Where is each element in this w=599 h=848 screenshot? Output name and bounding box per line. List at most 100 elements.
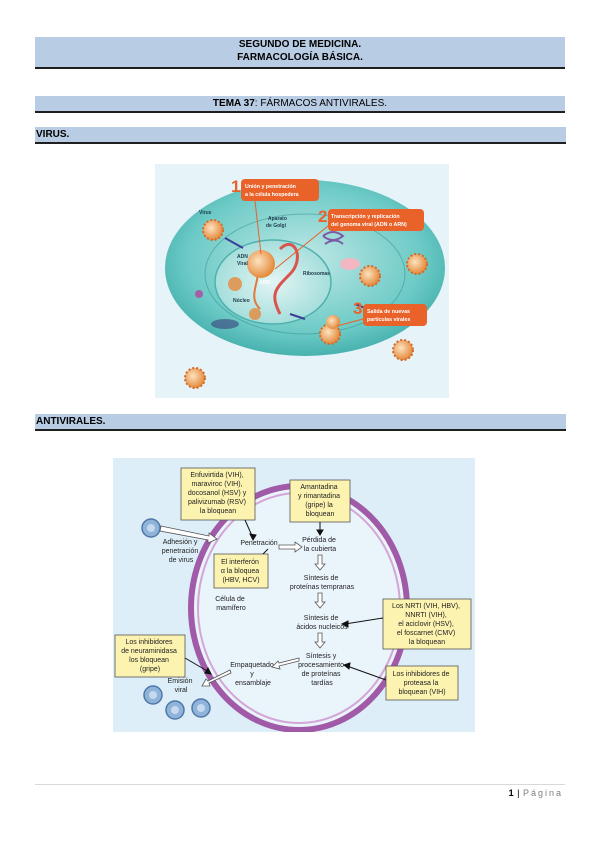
step-acidos: Síntesis de ácidos nucleicos	[296, 615, 348, 631]
step-perdida: Pérdida de la cubierta	[302, 537, 338, 553]
virus-particle-exit-3	[191, 698, 211, 718]
section-heading-antivirales: ANTIVIRALES.	[35, 414, 566, 431]
flow-arrows	[159, 525, 326, 687]
footer-separator: |	[514, 788, 523, 798]
step1-callout: 1 Unión y penetración a la célula hosped…	[231, 177, 319, 255]
antiviral-mechanism-figure: Enfuvirtida (VIH), maraviroc (VIH), doco…	[113, 458, 475, 732]
neuraminidasa-line-4: (gripe)	[140, 666, 160, 673]
interferon-line-2: α la bloquea	[221, 568, 259, 575]
emision-line-2: viral	[175, 687, 188, 694]
virus-infection-figure: 1 Unión y penetración a la célula hosped…	[155, 164, 449, 398]
virus-outside-bottomright-2	[392, 339, 414, 361]
amantadina-line-4: bloquean	[306, 511, 335, 518]
empaquetado-line-2: y	[250, 671, 254, 678]
proteasa-line-2: proteasa la	[404, 680, 439, 687]
label-golgi-1: Aparato	[268, 216, 287, 222]
vesicle	[195, 290, 203, 298]
entry-line-4: palivizumab (RSV)	[188, 499, 246, 506]
label-adn: ADN	[259, 280, 270, 286]
virus-outside-bottomright-1	[319, 323, 341, 345]
arrow-penetracion	[278, 541, 303, 553]
step3-callout: 3 Salida de nuevas partículas virales	[336, 299, 427, 327]
neuraminidasa-line-3: los bloquean	[129, 657, 169, 664]
drug-box-neuraminidasa-text: Los inhibidores de neuraminidasa los blo…	[121, 639, 179, 673]
neuraminidasa-line-2: de neuraminidasa	[121, 648, 177, 655]
label-adn-viral-2: Viral	[237, 261, 248, 267]
drug-box-neuraminidasa: Los inhibidores de neuraminidasa los blo…	[114, 634, 186, 678]
drug-box-nrti: Los NRTI (VIH, HBV), NNRTI (VIH), el aci…	[382, 598, 472, 650]
virus-particle-exit-1	[143, 685, 163, 705]
nucleus	[214, 239, 332, 325]
proteasa-line-1: Los inhibidores de	[393, 671, 450, 678]
viral-dna-strand	[273, 242, 299, 315]
arrow-tempranas	[314, 592, 326, 609]
topic-title: : FÁRMACOS ANTIVIRALES.	[254, 98, 388, 109]
mitochondrion	[211, 319, 239, 329]
golgi-apparatus	[322, 231, 345, 245]
step-adhesion: Adhesión y penetración de virus	[162, 539, 201, 564]
entry-line-3: docosanol (HSV) y	[188, 490, 247, 497]
step3-number: 3	[353, 299, 362, 318]
inhibition-arrows	[184, 519, 387, 681]
topic-label: TEMA 37	[212, 98, 255, 109]
step2-callout: 2 Transcripción y replicación del genoma…	[274, 207, 424, 270]
drug-box-proteasa: Los inhibidores de proteasa la bloquean …	[385, 665, 459, 701]
exit-arrow-a	[289, 313, 306, 320]
inhibit-neuraminidasa-line	[184, 657, 210, 673]
nrti-line-1: Los NRTI (VIH, HBV),	[392, 603, 460, 610]
viral-fragment-b	[249, 308, 261, 320]
virus-particle-exit-2	[165, 700, 185, 720]
step-empaquetado: Empaquetado y ensamblaje	[230, 662, 276, 687]
interferon-line-1: El interferón	[221, 559, 259, 566]
perdida-line-1: Pérdida de	[302, 537, 336, 544]
inhibit-neuraminidasa-head	[204, 666, 212, 675]
entry-arrow	[224, 237, 244, 249]
label-nucleo: Núcleo	[233, 298, 250, 304]
drug-box-interferon: El interferón α la bloquea (HBV, HCV)	[213, 553, 269, 589]
nrti-line-4: el foscarnet (CMV)	[397, 630, 455, 637]
footer-divider	[35, 784, 565, 785]
page-number: 1	[508, 788, 515, 798]
interferon-line-3: (HBV, HCV)	[222, 577, 259, 584]
drug-box-interferon-text: El interferón α la bloquea (HBV, HCV)	[221, 559, 261, 584]
tardias-line-4: tardías	[311, 680, 333, 687]
acidos-line-2: ácidos nucleicos	[296, 624, 348, 631]
virus-outside-right-2	[406, 253, 428, 275]
inhibit-amantadina-head	[316, 529, 324, 536]
entry-line-2: maraviroc (VIH),	[192, 481, 243, 488]
step1-number: 1	[231, 177, 240, 196]
label-celula: Célula de mamífero	[215, 596, 247, 612]
drug-box-amantadina-text: Amantadina y rimantadina (gripe) la bloq…	[298, 484, 342, 518]
section-heading-virus: VIRUS.	[35, 127, 566, 144]
topic-title-band: TEMA 37: FÁRMACOS ANTIVIRALES.	[35, 96, 565, 113]
step1-line1: Unión y penetración	[245, 184, 296, 190]
arrow-entry	[159, 525, 218, 544]
ribosome-cluster	[340, 258, 360, 270]
page-footer: 1 | Página	[509, 788, 563, 798]
inhibit-proteasa-line	[346, 665, 387, 681]
celula-line-1: Célula de	[215, 596, 245, 603]
amantadina-line-3: (gripe) la	[305, 502, 333, 509]
virus-particle-entry	[141, 518, 161, 538]
nrti-line-5: la bloquean	[409, 639, 445, 646]
inhibit-entry-head	[249, 533, 257, 542]
arrow-ensamblaje	[271, 657, 300, 670]
proteasa-line-3: bloquean (VIH)	[398, 689, 445, 696]
label-virus: Virus	[199, 210, 212, 216]
perdida-line-2: la cubierta	[304, 546, 336, 553]
empaquetado-line-3: ensamblaje	[235, 680, 271, 687]
entry-line-1: Enfuvirtida (VIH),	[190, 472, 243, 479]
label-ribosomas: Ribosomas	[303, 271, 330, 277]
adhesion-line-3: de virus	[169, 557, 194, 564]
adhesion-line-1: Adhesión y	[163, 539, 198, 546]
inhibit-nrti-line	[344, 617, 384, 625]
label-adn-viral-1: ADN	[237, 254, 248, 260]
virus-outside-bottomleft	[184, 367, 206, 389]
drug-box-entry-text: Enfuvirtida (VIH), maraviroc (VIH), doco…	[188, 472, 248, 515]
step2-number: 2	[318, 207, 327, 226]
empaquetado-line-1: Empaquetado	[230, 662, 274, 669]
acidos-line-1: Síntesis de	[304, 615, 339, 622]
step3-line2: partículas virales	[367, 317, 410, 323]
nrti-line-3: el aciclovir (HSV),	[398, 621, 454, 628]
step-emision: Emisión viral	[168, 678, 195, 694]
